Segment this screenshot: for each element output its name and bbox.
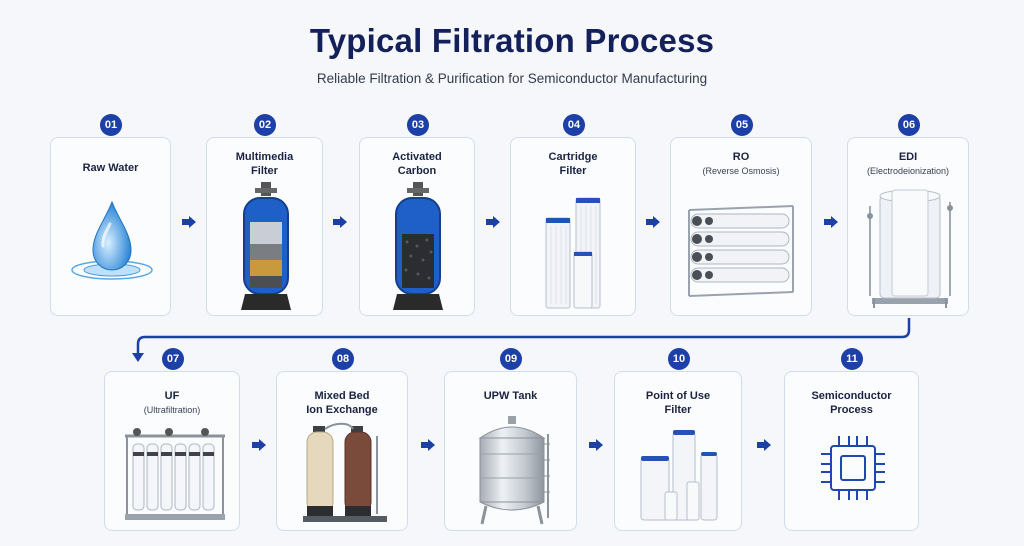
step-number-badge: 11 [841, 348, 863, 370]
step-label-line2: Ion Exchange [306, 404, 378, 416]
step-card-09: 09 UPW Tank [444, 348, 577, 531]
flow-arrow-icon [646, 216, 660, 228]
step-sublabel: (Ultrafiltration) [143, 405, 201, 415]
step-label: RO [732, 151, 750, 163]
carbon-filter-tank-icon [393, 182, 443, 310]
step-card-04: 04 Cartridge Filter [510, 114, 636, 316]
flow-arrow-icon [252, 439, 266, 451]
step-label: UPW Tank [483, 390, 538, 402]
step-card-02: 02 Multimedia Filter [206, 114, 323, 316]
step-label: Mixed Bed [314, 390, 370, 402]
step-number-badge: 01 [100, 114, 122, 136]
step-number-badge: 02 [254, 114, 276, 136]
edi-unit-icon [867, 189, 953, 308]
step-label: Activated [392, 151, 442, 163]
step-number-badge: 03 [407, 114, 429, 136]
step-number-badge: 05 [731, 114, 753, 136]
step-sublabel: (Electrodeionization) [866, 166, 950, 176]
multimedia-filter-tank-icon [241, 182, 291, 310]
ro-rack-icon [688, 205, 794, 297]
page-subtitle: Reliable Filtration & Purification for S… [316, 71, 708, 86]
step-label: EDI [898, 151, 918, 163]
point-of-use-filters-icon [640, 430, 718, 521]
step-card-11: 11 Semiconductor Process [784, 348, 919, 531]
step-label-line2: Filter [664, 404, 692, 416]
step-label-line2: Filter [251, 165, 278, 177]
step-sublabel: (Reverse Osmosis) [702, 166, 780, 176]
upw-tank-icon [478, 416, 550, 525]
water-drop-icon [71, 200, 153, 280]
step-label: UF [164, 390, 180, 402]
step-card-01: 01 Raw Water [50, 114, 171, 316]
flow-arrow-icon [182, 216, 196, 228]
flow-arrow-icon [757, 439, 771, 451]
step-card-05: 05 RO (Reverse Osmosis) [670, 114, 812, 316]
step-card-08: 08 Mixed Bed Ion Exchange [276, 348, 408, 531]
step-label-line2: Filter [559, 165, 587, 177]
step-label-line2: Carbon [397, 165, 437, 177]
step-label: Raw Water [82, 162, 139, 174]
step-number-badge: 04 [563, 114, 585, 136]
step-label-line2: Process [830, 404, 873, 416]
step-label: Cartridge [548, 151, 598, 163]
page-title: Typical Filtration Process [309, 22, 715, 59]
step-label: Semiconductor [811, 390, 892, 402]
flow-arrow-icon [824, 216, 838, 228]
chip-icon [821, 436, 885, 500]
flow-arrow-icon [589, 439, 603, 451]
step-number-badge: 08 [332, 348, 354, 370]
step-number-badge: 10 [668, 348, 690, 370]
ion-exchange-tanks-icon [303, 422, 387, 522]
cartridge-filters-icon [545, 197, 601, 309]
step-card-07: 07 UF (Ultrafiltration) [104, 348, 240, 531]
flow-arrow-icon [486, 216, 500, 228]
step-card-03: 03 Activated Carbon [359, 114, 475, 316]
step-number-badge: 09 [500, 348, 522, 370]
step-number-badge: 07 [162, 348, 184, 370]
flow-arrow-icon [421, 439, 435, 451]
flow-arrow-icon [333, 216, 347, 228]
uf-skid-icon [125, 428, 225, 520]
step-card-10: 10 Point of Use Filter [614, 348, 742, 531]
step-number-badge: 06 [898, 114, 920, 136]
step-label: Multimedia [235, 151, 294, 163]
step-card-06: 06 EDI (Electrodeionization) [847, 114, 969, 316]
step-label: Point of Use [645, 390, 711, 402]
